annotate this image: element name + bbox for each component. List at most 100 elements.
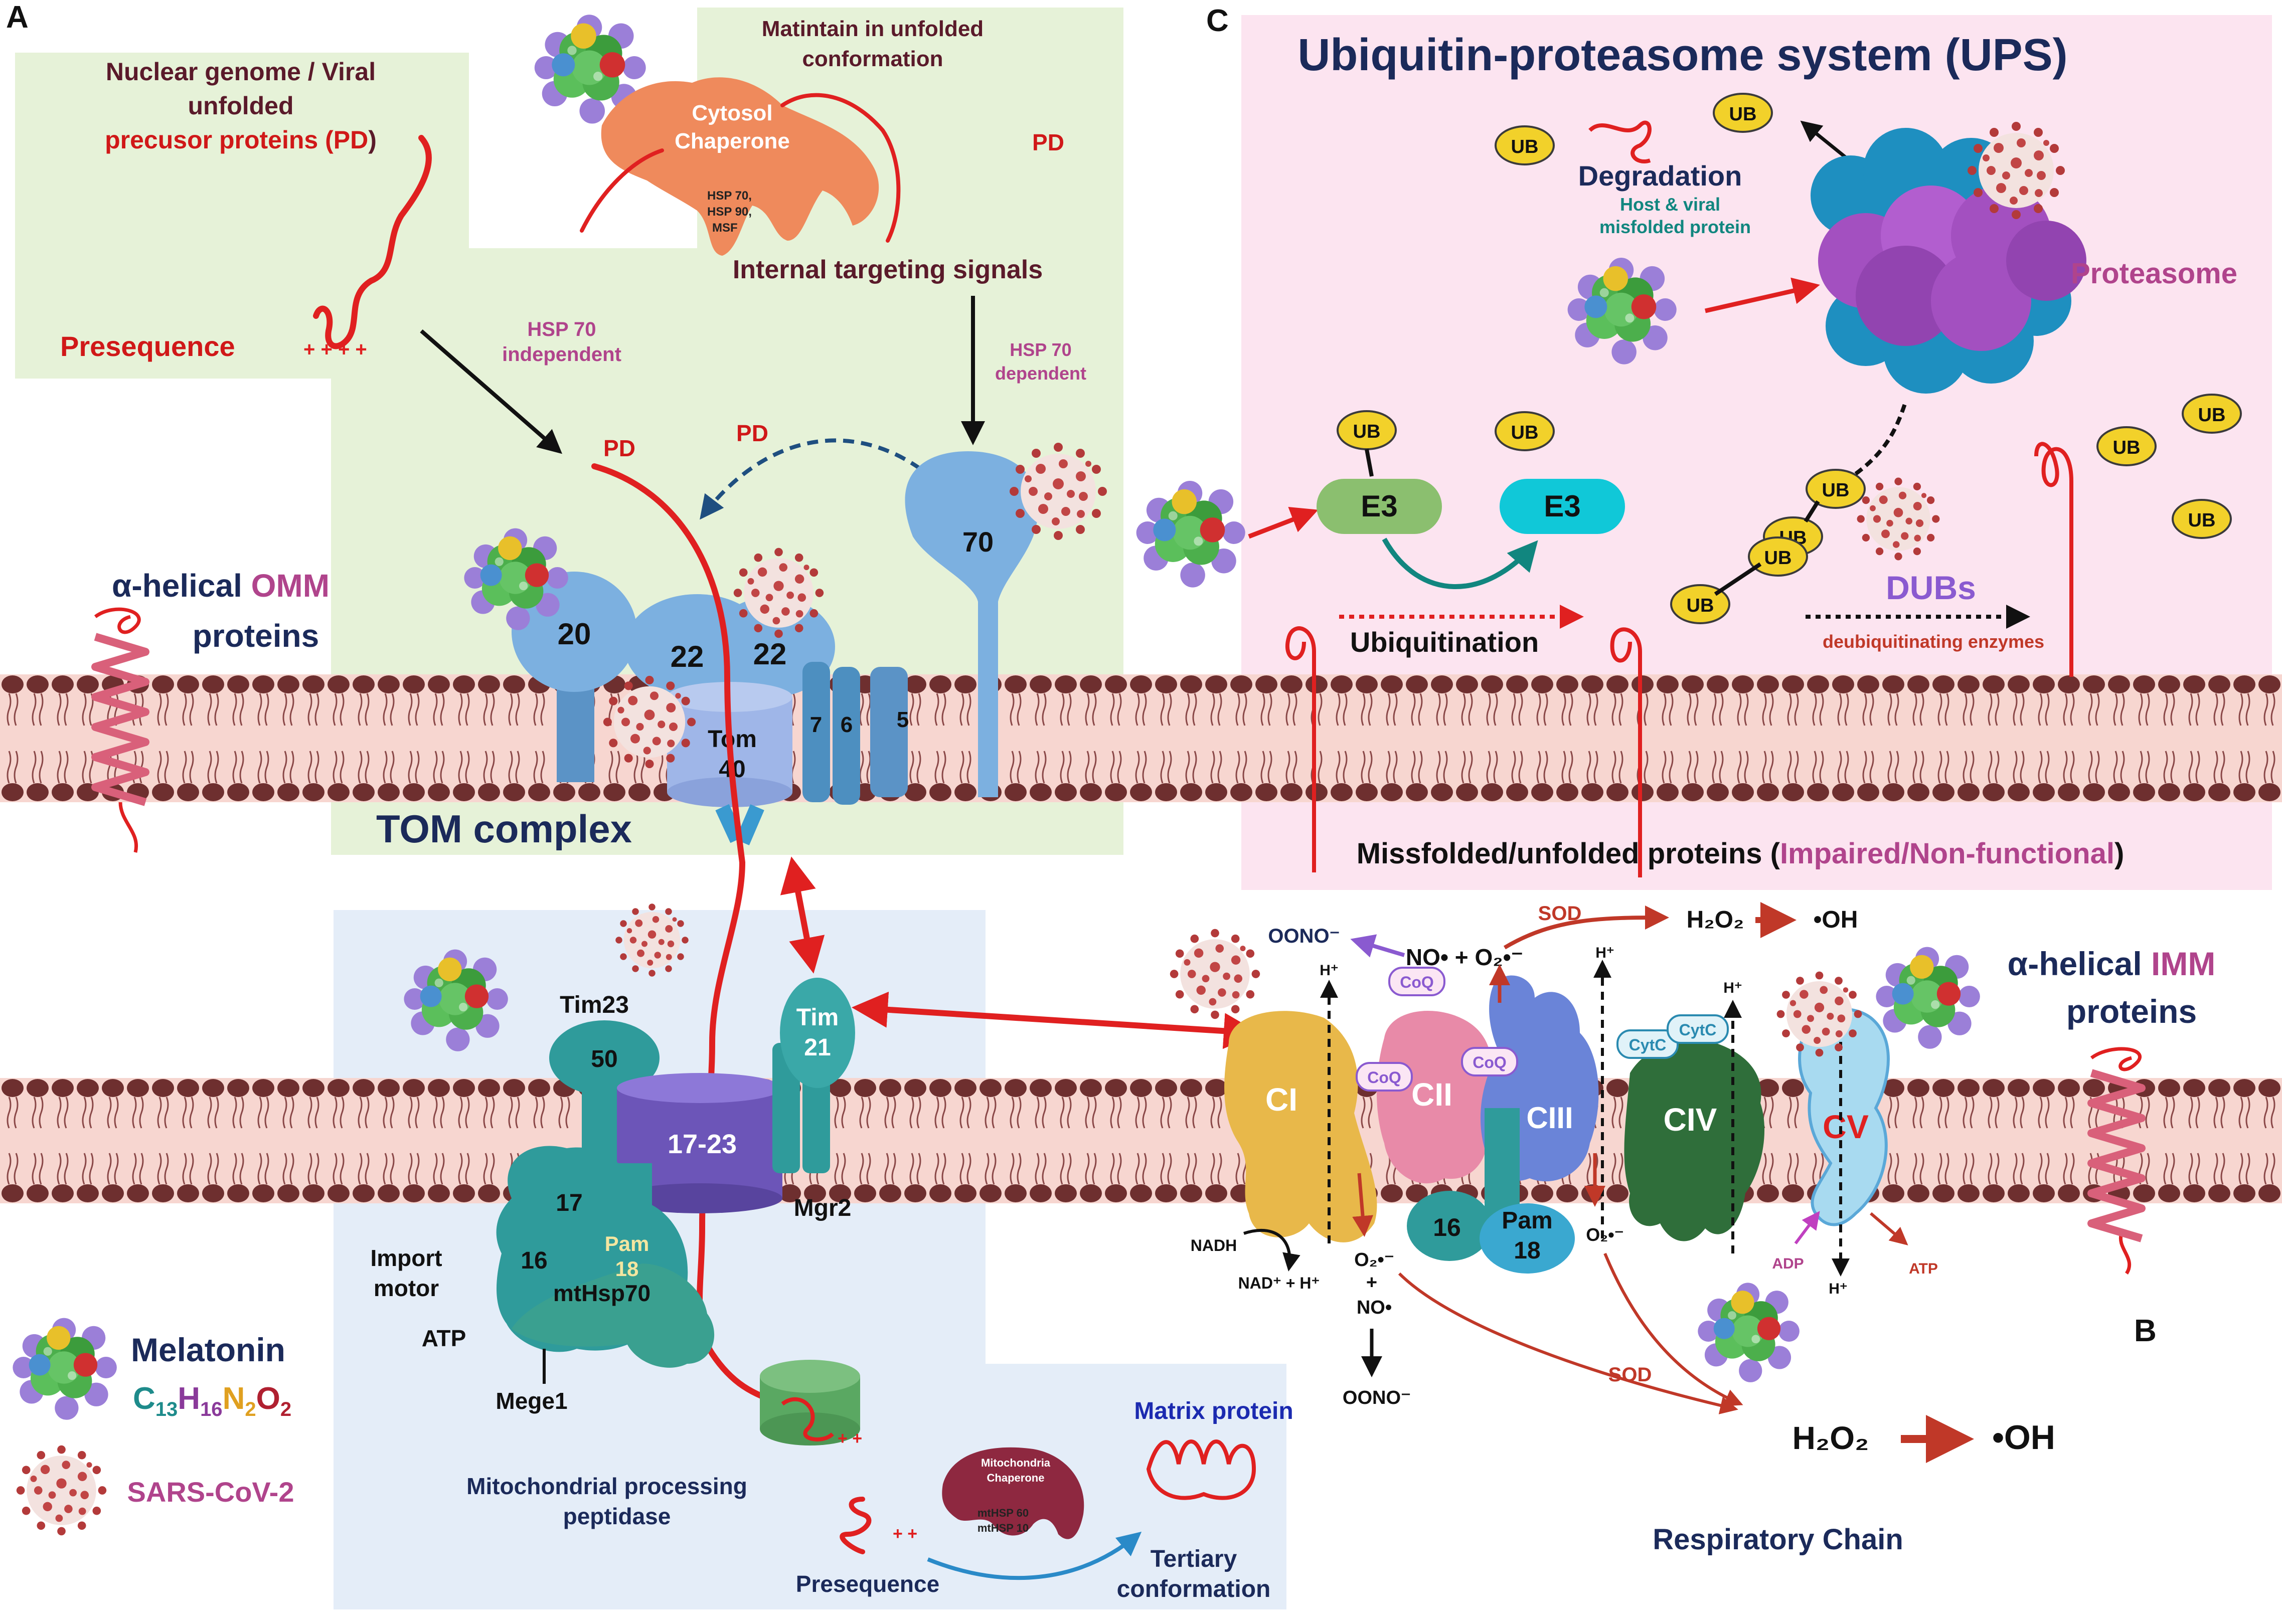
tim50 [549, 1020, 660, 1096]
e3-ligase-inactive-label: E3 [1361, 489, 1397, 523]
tom70-label: 70 [962, 526, 994, 558]
precursor-protein [313, 135, 432, 349]
ub-chain-1: UB [1806, 469, 1866, 509]
sod-top-label: SOD [1538, 903, 1582, 925]
omm-label-pre: α-helical [112, 568, 251, 604]
melatonin-icon [1876, 947, 1980, 1049]
ub-e3-bond [1365, 449, 1374, 477]
tom7-label: 7 [810, 712, 822, 737]
tim17-label: 17 [556, 1190, 582, 1216]
ub-right-1: UB [2182, 394, 2242, 434]
tim21 [780, 978, 855, 1088]
degradation-label: Degradation [1578, 160, 1742, 192]
misfolded-label: Missfolded/unfolded proteins (Impaired/N… [1357, 837, 2125, 870]
ub-label: UB [1511, 136, 1539, 157]
dubs-sublabel: deubiquitinating enzymes [1823, 631, 2044, 652]
oono-bottom-label: OONO⁻ [1343, 1387, 1411, 1408]
tom22-left-label: 22 [671, 640, 704, 673]
degradation-arrow [1705, 277, 1820, 313]
import-motor-line-2: motor [374, 1275, 439, 1301]
presequence-charges-2: + + [893, 1524, 917, 1543]
host-viral-line-2: misfolded protein [1599, 217, 1751, 237]
complex-i [1224, 1011, 1377, 1242]
e3-activation-arrow [1382, 537, 1538, 589]
proteasome-label: Proteasome [2071, 257, 2237, 290]
mthsp70-label: mtHsp70 [553, 1280, 650, 1306]
plus-label: + [1366, 1272, 1377, 1293]
coq-label: CoQ [1473, 1053, 1507, 1071]
recycle-dashed-arrow [700, 438, 922, 520]
complex-v-label: CV [1823, 1108, 1869, 1145]
omm-label-line-1: α-helical OMM [112, 568, 330, 604]
omm-helix-tail [94, 607, 141, 853]
chaperone-held-protein [580, 93, 901, 243]
inner-membrane [0, 1078, 2282, 1203]
presequence-label: Presequence [60, 330, 235, 362]
coq-2: CoQ [1356, 1062, 1413, 1092]
nadh-arrow [1243, 1228, 1300, 1272]
complex-iv-label: CIV [1664, 1102, 1717, 1138]
mito-chaperone [942, 1447, 1084, 1539]
tim17-23-label: 17-23 [668, 1129, 737, 1159]
misfolded-protein-2 [1610, 627, 1642, 877]
sars-cov-2-icon [16, 1445, 107, 1536]
tom-complex-label: TOM complex [376, 807, 632, 851]
tim21-complex-link-arrow [852, 991, 1260, 1049]
tim50-label: 50 [591, 1046, 617, 1072]
mito-chaperone-line-2: Chaperone [987, 1472, 1045, 1484]
misfolded-label-pre: Missfolded/unfolded proteins ( [1357, 837, 1780, 870]
matrix-protein-label: Matrix protein [1134, 1398, 1293, 1424]
ub-free: UB [1495, 411, 1555, 451]
chaperone-hsp-3: MSF [712, 221, 738, 235]
melatonin-icon [1136, 481, 1245, 588]
cytc-label: CytC [1629, 1036, 1667, 1054]
imm-helix-tail [2090, 1047, 2142, 1275]
header-line-3-pd: PD [334, 126, 368, 154]
chaperone-hsp-2: HSP 90, [707, 205, 752, 219]
tom40-legs [715, 804, 764, 845]
internal-targeting-signals: Internal targeting signals [733, 255, 1043, 284]
ub-label: UB [1353, 421, 1381, 442]
cytc-1: CytC [1616, 1029, 1679, 1059]
misfolded-label-post: ) [2114, 837, 2124, 870]
folded-matrix-protein [1146, 1439, 1256, 1500]
formula-part: 16 [200, 1398, 223, 1420]
degraded-protein [1588, 120, 1652, 163]
chaperone-line-2: Chaperone [675, 129, 790, 153]
ub-top-right: UB [1713, 93, 1773, 133]
nad-label: NAD⁺ + H⁺ [1238, 1274, 1320, 1292]
panel-a-letter: A [6, 0, 29, 35]
ub-label: UB [1764, 548, 1792, 569]
omm-label-line-2: proteins [193, 618, 319, 654]
cytosol-chaperone [601, 77, 879, 256]
imm-label-line-1: α-helical IMM [2008, 945, 2216, 982]
formula-part: 2 [245, 1398, 256, 1420]
hsp70-independent-line-2: independent [502, 343, 621, 366]
imm-label-pre: α-helical [2008, 945, 2151, 982]
coq-1: CoQ [1388, 967, 1445, 996]
header-line-3: precusor proteins (PD) [105, 126, 377, 154]
omm-label-accent: OMM [251, 568, 330, 604]
oh-bottom-label: •OH [1992, 1418, 2055, 1457]
cleaved-presequence [840, 1497, 872, 1554]
formula-part: 2 [280, 1398, 291, 1420]
ub-label: UB [2198, 405, 2226, 426]
legend-melatonin: Melatonin [131, 1331, 285, 1368]
adp-arrow [1794, 1211, 1820, 1244]
ub-top-left: UB [1495, 125, 1555, 165]
mito-chaperone-hsp-1: mtHSP 60 [977, 1507, 1029, 1519]
outer-membrane [0, 674, 2282, 802]
maintain-line-2: conformation [802, 47, 943, 71]
melatonin-icon [1698, 1283, 1800, 1382]
tim21-label-2: 21 [804, 1034, 831, 1061]
h2o2-top-label: H₂O₂ [1687, 907, 1744, 933]
oono-formation-arrow [1350, 934, 1405, 958]
tom22-right-label: 22 [753, 637, 787, 671]
ub-e3: UB [1337, 410, 1397, 450]
sod-bottom-label: SOD [1608, 1364, 1652, 1386]
formula-part: O [256, 1381, 280, 1416]
mito-chaperone-line-1: Mitochondria [981, 1457, 1051, 1469]
presequence-2-label: Presequence [796, 1571, 939, 1597]
formula-part: H [178, 1381, 200, 1416]
